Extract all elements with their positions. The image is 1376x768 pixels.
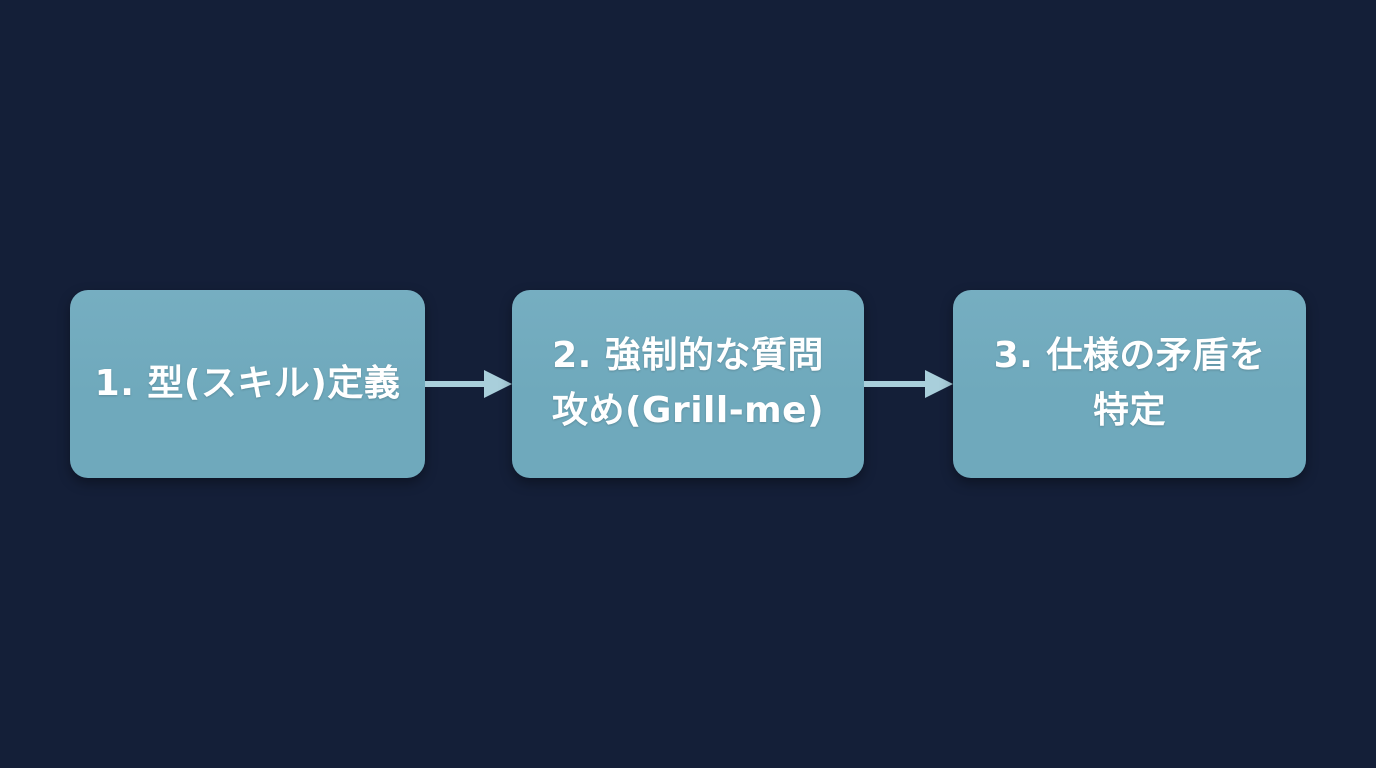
arrow-right-icon (425, 370, 512, 398)
flow-step-1: 1. 型(スキル)定義 (70, 290, 425, 478)
flow-step-2: 2. 強制的な質問 攻め(Grill-me) (512, 290, 864, 478)
arrow-right-icon (864, 370, 953, 398)
flow-step-1-label: 1. 型(スキル)定義 (94, 362, 401, 404)
flow-step-3-label: 3. 仕様の矛盾を 特定 (993, 335, 1266, 431)
flow-step-3: 3. 仕様の矛盾を 特定 (953, 290, 1306, 478)
flow-step-2-label: 2. 強制的な質問 攻め(Grill-me) (551, 335, 825, 431)
